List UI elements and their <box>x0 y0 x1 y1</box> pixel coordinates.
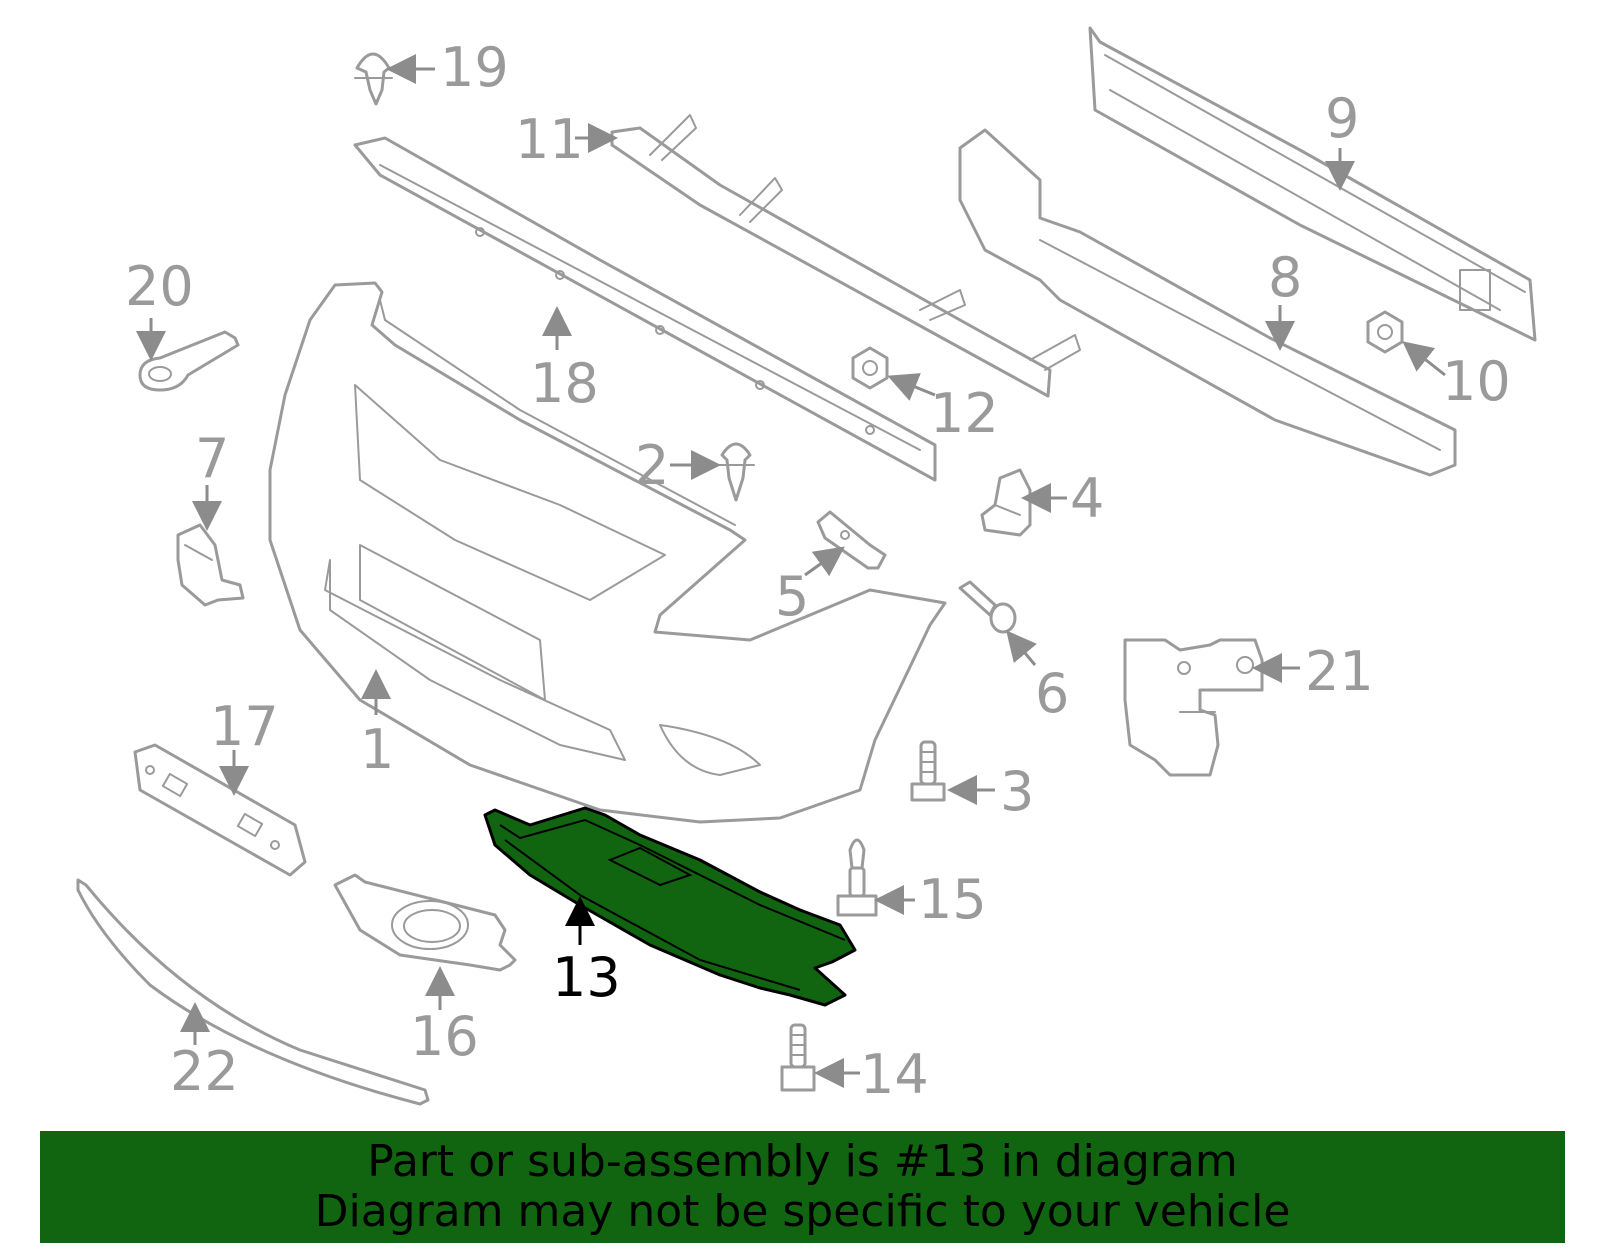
part-2-clip <box>717 442 755 502</box>
part-3-bolt <box>910 740 946 802</box>
callout-5: 5 <box>775 565 809 628</box>
callout-19: 19 <box>440 36 509 99</box>
part-9-reinforcement <box>1088 26 1537 342</box>
part-4-clip <box>980 468 1032 537</box>
callout-12: 12 <box>930 382 999 445</box>
part-6-screw <box>958 580 1017 634</box>
callout-17: 17 <box>210 695 279 758</box>
banner-line-2: Diagram may not be specific to your vehi… <box>314 1186 1291 1237</box>
callout-18: 18 <box>530 352 599 415</box>
callout-14: 14 <box>860 1043 929 1106</box>
callout-7: 7 <box>195 427 229 490</box>
part-15-screw <box>836 838 878 917</box>
callout-8: 8 <box>1268 246 1302 309</box>
callout-16: 16 <box>410 1005 479 1068</box>
part-19-clip <box>354 52 393 106</box>
callout-1: 1 <box>360 718 394 781</box>
part-10-nut <box>1366 310 1404 354</box>
part-5-bracket <box>816 510 887 570</box>
callout-10: 10 <box>1442 350 1511 413</box>
part-12-nut <box>851 346 889 390</box>
part-20-bracket <box>138 330 240 392</box>
part-14-bolt <box>780 1023 816 1092</box>
callout-3: 3 <box>1000 760 1034 823</box>
part-17-bracket <box>133 743 307 877</box>
callout-20: 20 <box>125 255 194 318</box>
part-16-fog-finisher <box>333 873 517 972</box>
callout-21: 21 <box>1305 640 1374 703</box>
part-22-molding <box>76 878 430 1106</box>
part-21-bracket <box>1123 638 1264 777</box>
part-1-bumper-cover <box>268 281 947 824</box>
callout-4: 4 <box>1070 467 1104 530</box>
callout-11: 11 <box>515 108 584 171</box>
part-8-absorber <box>958 128 1457 477</box>
callout-2: 2 <box>635 434 669 497</box>
callout-9: 9 <box>1325 87 1359 150</box>
callout-6: 6 <box>1035 662 1069 725</box>
callout-15: 15 <box>918 868 987 931</box>
part-11-bracket <box>610 114 1081 398</box>
banner-line-1: Part or sub-assembly is #13 in diagram <box>367 1136 1238 1187</box>
part-13-undercover <box>483 806 857 1007</box>
callout-22: 22 <box>170 1040 239 1103</box>
part-18-reinforcement <box>353 136 937 482</box>
part-7-bracket <box>176 523 245 607</box>
info-banner: Part or sub-assembly is #13 in diagram D… <box>40 1131 1565 1243</box>
callout-13: 13 <box>552 946 621 1009</box>
